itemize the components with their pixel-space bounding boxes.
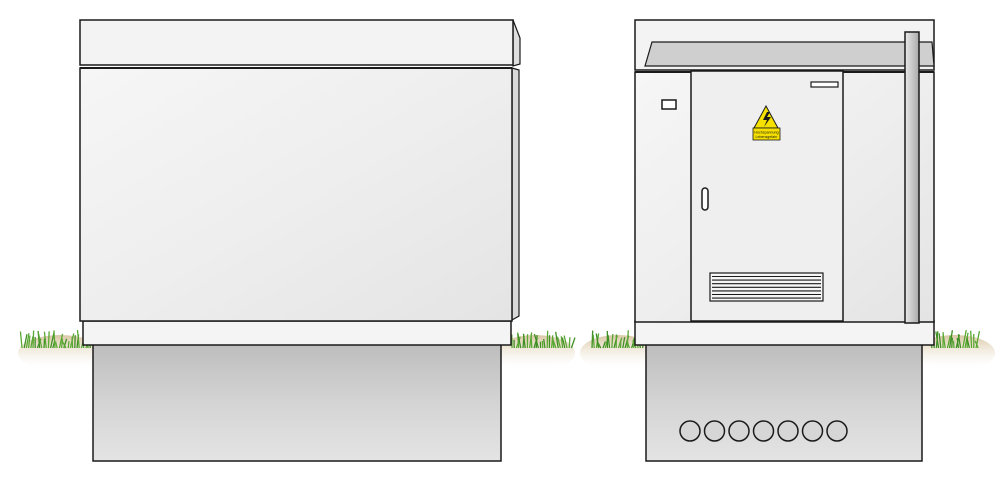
right-cabinet: Hochspannung Lebensgefahr (580, 19, 995, 462)
grass-blade (611, 333, 614, 349)
cable-entry-hole (752, 420, 775, 442)
grass-blade (966, 337, 971, 349)
grass-blade (591, 330, 594, 349)
grass-blade (563, 335, 568, 349)
grass-blade (975, 330, 981, 349)
right-base (645, 343, 923, 462)
grass-blade (19, 331, 23, 349)
cable-entries (679, 420, 848, 442)
grass-blade (37, 332, 43, 349)
grass-blade (37, 330, 41, 349)
grass-blade (23, 334, 28, 349)
grass-blade (58, 333, 64, 349)
door-handle[interactable] (701, 187, 709, 211)
grass-blade (974, 340, 979, 349)
grass-blade (946, 335, 952, 349)
vent-grille (709, 272, 824, 302)
grass-blade (942, 334, 946, 349)
grass-blade (555, 331, 559, 349)
grass-blade (53, 330, 56, 349)
grass-blade (938, 333, 942, 349)
grass-blade (71, 337, 74, 349)
grass-blade (25, 333, 30, 349)
cable-entry-hole (777, 420, 799, 442)
warning-label-line1: Hochspannung (754, 131, 778, 135)
grass-blade (533, 333, 540, 349)
grass-blade (528, 332, 533, 349)
grass-blade (962, 330, 967, 349)
grass-blade (27, 335, 31, 349)
warning-label-line2: Lebensgefahr (756, 135, 779, 139)
door-top-slot (810, 81, 839, 88)
warning-label-plate (752, 127, 781, 141)
left-grass-right (511, 330, 576, 349)
cable-entry-hole (728, 420, 750, 442)
grass-blade (570, 337, 576, 349)
grass-blade (560, 336, 564, 349)
grass-blade (47, 331, 50, 349)
grass-blade (622, 337, 626, 349)
grass-blade (517, 333, 522, 349)
grass-blade (956, 337, 960, 349)
grass-blade (948, 330, 954, 349)
left-roof-side (512, 19, 521, 67)
grass-blade (556, 336, 562, 349)
right-grass (591, 330, 646, 349)
grass-blade (568, 337, 571, 349)
grass-blade (607, 334, 611, 349)
vertical-pipe (904, 31, 920, 324)
left-grass (19, 330, 91, 349)
grass-blade (61, 341, 67, 349)
grass-blade (596, 341, 602, 349)
grass-blade (522, 333, 526, 349)
grass-blade (43, 331, 47, 349)
grass-blade (60, 338, 64, 349)
right-soil-mound-right (915, 335, 995, 371)
grass-blade (43, 338, 46, 349)
right-grass-right (927, 330, 981, 349)
grass-blade (543, 338, 546, 349)
grass-blade (32, 330, 35, 349)
left-plinth (82, 320, 512, 346)
grass-blade (595, 333, 600, 349)
cable-entry-hole (703, 420, 726, 442)
grass-blade (550, 335, 554, 349)
warning-sign: Hochspannung Lebensgefahr (752, 104, 781, 141)
grass-blade (76, 330, 80, 349)
grass-blade (551, 338, 557, 349)
left-side-edge (511, 67, 520, 322)
grass-blade (530, 335, 533, 349)
cable-entry-hole (679, 420, 701, 442)
lightning-bolt-icon (763, 112, 771, 127)
grass-blade (67, 341, 70, 349)
grass-blade (54, 341, 58, 349)
left-base (92, 343, 502, 462)
right-roof-lid (644, 41, 935, 67)
grass-blade (592, 334, 595, 349)
grass-blade (964, 332, 969, 349)
grass-blade (626, 330, 629, 349)
grass-blade (626, 340, 631, 349)
grass-blade (957, 334, 962, 349)
left-body-panel (79, 67, 513, 322)
right-plinth (634, 320, 935, 346)
grass-blade (561, 337, 566, 349)
grass-blade (517, 332, 520, 349)
left-cabinet (18, 19, 576, 462)
grass-blade (935, 331, 940, 349)
grass-blade (63, 338, 68, 349)
left-roof (79, 19, 514, 66)
side-lock-slot[interactable] (661, 99, 677, 110)
cable-entry-hole (801, 420, 824, 442)
grass-blade (970, 330, 973, 349)
cable-entry-hole (826, 420, 848, 442)
grass-blade (602, 341, 606, 349)
